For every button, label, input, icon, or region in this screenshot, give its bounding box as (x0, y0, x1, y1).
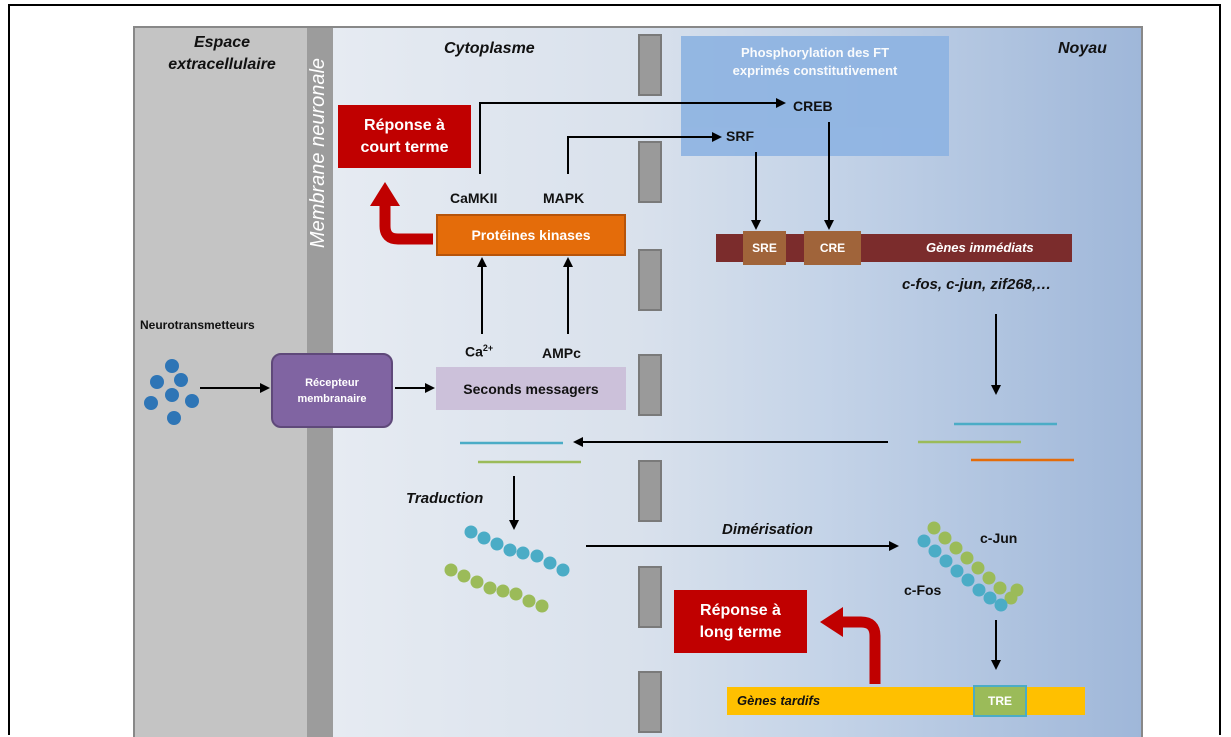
neurotransmitter-dot (185, 394, 199, 408)
cyan-bead (983, 591, 997, 605)
neurotransmitter-dot (165, 388, 179, 402)
neurotransmitter-dot (167, 411, 181, 425)
membrane-receptor-label: Récepteur membranaire (297, 376, 367, 405)
long-term-red-arrow (842, 616, 881, 684)
srf-label: SRF (726, 128, 754, 144)
green-bead (949, 541, 963, 555)
membrane-receptor: Récepteur membranaire (271, 353, 393, 428)
nuclear-pore (638, 34, 662, 96)
nuclear-pore (638, 249, 662, 311)
green-bead (960, 551, 974, 565)
short-term-response-label: Réponse à court terme (360, 116, 449, 156)
neurotransmitters-label: Neurotransmetteurs (140, 318, 255, 332)
cyan-bead (477, 531, 491, 545)
cfos-label: c-Fos (904, 582, 942, 598)
green-bead (509, 587, 523, 601)
nuclear-pore (638, 460, 662, 522)
protein-chain-green (444, 563, 549, 613)
creb-label: CREB (793, 98, 833, 114)
cyan-bead (994, 598, 1008, 612)
cre-label: CRE (819, 241, 846, 255)
nuclear-pore (638, 354, 662, 416)
cyan-bead (950, 564, 964, 578)
green-bead (522, 594, 536, 608)
sre-element: SRE (743, 231, 786, 265)
dimer-green-chain (927, 521, 1024, 605)
second-messengers-box: Seconds messagers (436, 367, 626, 410)
calcium-text: Ca (465, 343, 483, 360)
neurotransmitter-dot (174, 373, 188, 387)
arrow-camkii-to-creb (479, 98, 786, 174)
cre-element: CRE (804, 231, 861, 265)
green-bead (535, 599, 549, 613)
dimer-cyan-chain (917, 534, 1008, 612)
cyan-bead (972, 583, 986, 597)
short-term-response-box: Réponse à court terme (338, 105, 471, 168)
immediate-genes-label: Gènes immédiats (926, 240, 1034, 255)
neurotransmitter-dot (165, 359, 179, 373)
tre-element: TRE (973, 685, 1027, 717)
cyan-bead (530, 549, 544, 563)
green-bead (982, 571, 996, 585)
cyan-bead (556, 563, 570, 577)
neurotransmitter-dot (144, 396, 158, 410)
green-bead (444, 563, 458, 577)
nuclear-pore (638, 671, 662, 733)
cyan-bead (961, 573, 975, 587)
immediate-genes-list: c-fos, c-jun, zif268,… (902, 276, 1052, 293)
neurotransmitter-dot (150, 375, 164, 389)
short-term-red-arrowhead (370, 182, 400, 206)
late-genes-label: Gènes tardifs (737, 693, 821, 708)
short-term-red-arrow (379, 205, 433, 245)
long-term-red-arrowhead (820, 607, 843, 637)
green-bead (470, 575, 484, 589)
calcium-label: Ca2+ (465, 343, 493, 360)
green-bead (457, 569, 471, 583)
figure-frame (8, 4, 1221, 735)
arrow-mapk-to-srf (567, 132, 722, 174)
sre-label: SRE (752, 241, 777, 255)
cyan-bead (928, 544, 942, 558)
cyan-bead (490, 537, 504, 551)
long-term-response-box: Réponse à long terme (674, 590, 807, 653)
green-bead (496, 584, 510, 598)
green-bead (971, 561, 985, 575)
green-bead (993, 581, 1007, 595)
mapk-label: MAPK (543, 190, 585, 206)
cyan-bead (917, 534, 931, 548)
calcium-charge: 2+ (482, 343, 494, 353)
tre-label: TRE (988, 694, 1012, 708)
zone-title-extracellular: Espace extracellulaire (168, 34, 276, 73)
cjun-label: c-Jun (980, 530, 1018, 546)
nuclear-pore (638, 141, 662, 203)
translation-label: Traduction (406, 490, 484, 507)
protein-kinases-box: Protéines kinases (436, 214, 626, 256)
protein-chain-cyan (464, 525, 570, 577)
nuclear-pore (638, 566, 662, 628)
long-term-response-label: Réponse à long terme (699, 601, 782, 641)
green-bead (483, 581, 497, 595)
second-messengers-label: Seconds messagers (463, 380, 599, 397)
green-bead (1010, 583, 1024, 597)
zone-title-cytoplasm: Cytoplasme (444, 40, 535, 57)
dimerisation-label: Dimérisation (722, 521, 813, 538)
cyan-bead (464, 525, 478, 539)
neurotransmitter-dots (144, 359, 199, 425)
cyan-bead (939, 554, 953, 568)
cyan-bead (543, 556, 557, 570)
phosphorylation-label: Phosphorylation des FT exprimés constitu… (732, 45, 898, 78)
camkii-label: CaMKII (450, 190, 498, 206)
phosphorylation-box: Phosphorylation des FT exprimés constitu… (681, 36, 949, 156)
green-bead (938, 531, 952, 545)
zone-title-nucleus: Noyau (1058, 40, 1107, 57)
cyan-bead (503, 543, 517, 557)
protein-kinases-label: Protéines kinases (471, 227, 591, 243)
green-bead (927, 521, 941, 535)
cyan-bead (516, 546, 530, 560)
ampc-label: AMPc (542, 345, 581, 361)
